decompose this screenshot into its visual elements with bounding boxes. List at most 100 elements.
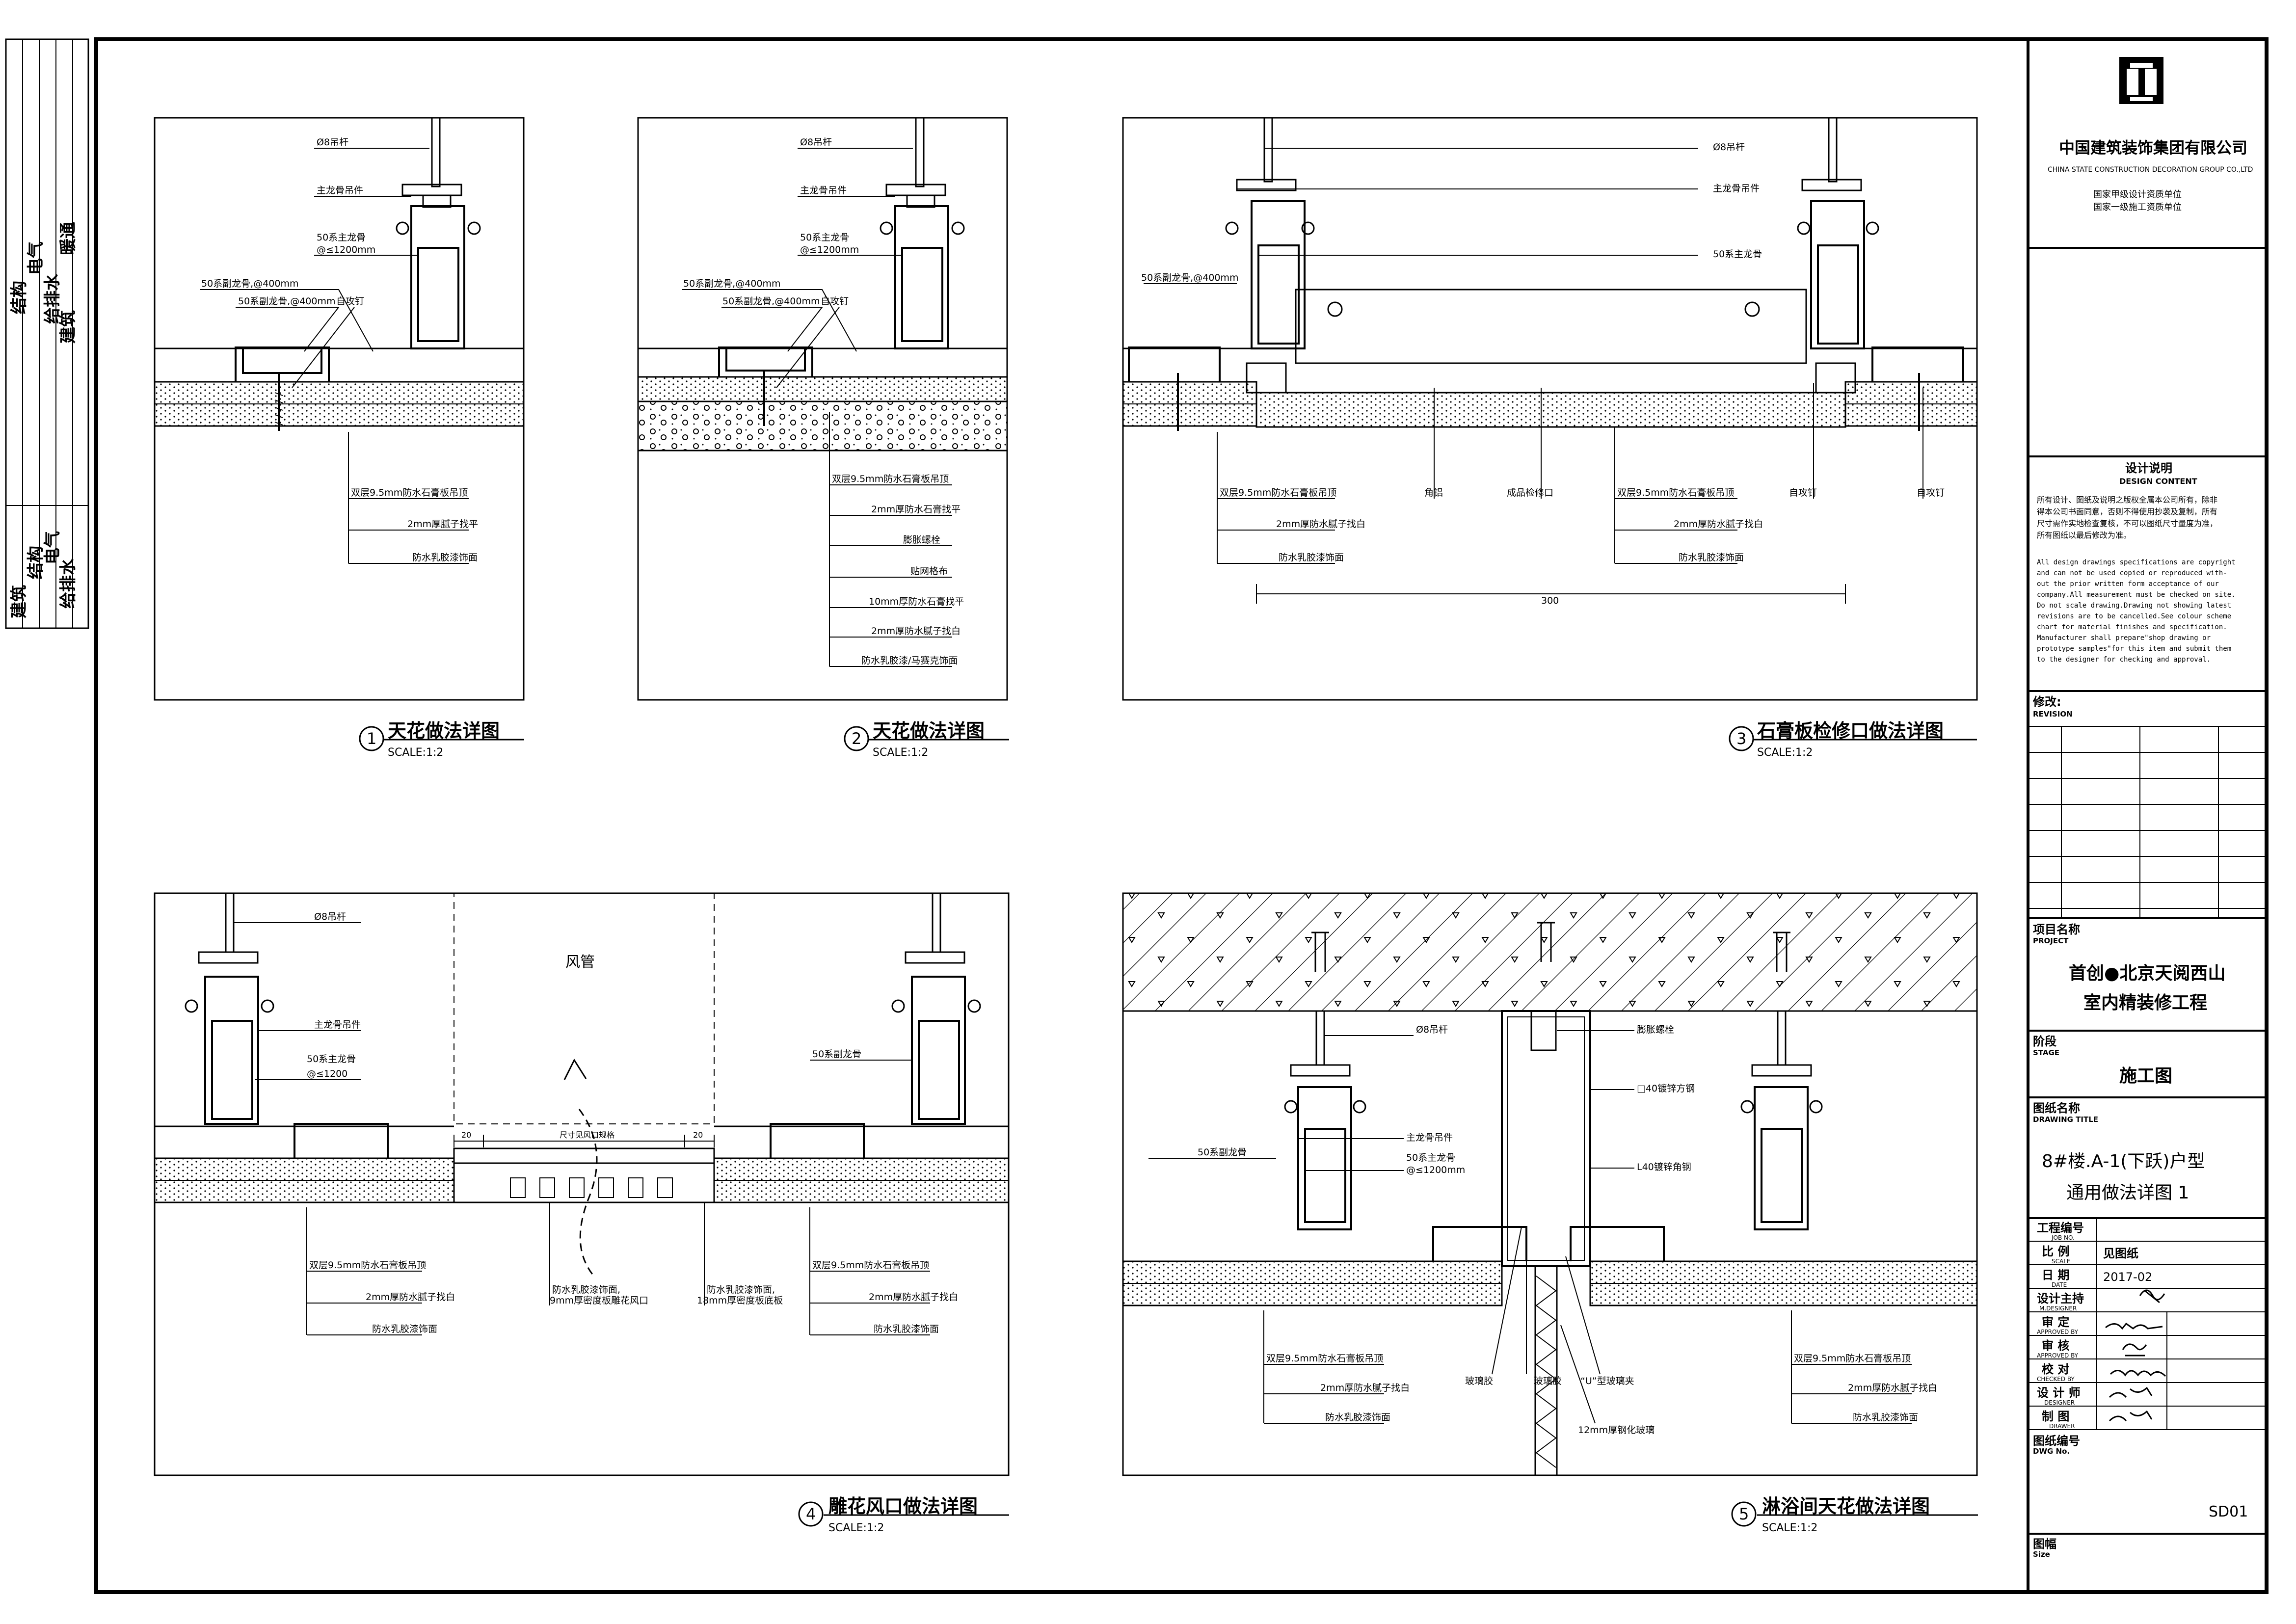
- row-label-cn: 工程编号: [2037, 1221, 2084, 1235]
- label: 2mm厚防水腻子找白: [869, 1292, 958, 1303]
- label: 2mm厚腻子找平: [407, 519, 478, 530]
- drawing-number: 3: [1736, 729, 1746, 748]
- drawing-number: 2: [852, 729, 861, 748]
- side-label: 给排水: [43, 273, 62, 324]
- size-label-cn: 图幅: [2033, 1537, 2056, 1551]
- design-text-en: company.All measurement must be checked …: [2037, 591, 2236, 599]
- label: 50系主龙骨: [800, 232, 849, 243]
- label: 50系副龙骨: [812, 1049, 861, 1060]
- label: 双层9.5mm防水石膏板吊顶: [1617, 487, 1734, 498]
- label: 双层9.5mm防水石膏板吊顶: [812, 1259, 929, 1271]
- design-text-cn: 所有设计、图纸及说明之版权全属本公司所有，除非: [2037, 495, 2217, 505]
- drawing-number: 4: [806, 1505, 816, 1523]
- row-label-en: DESIGNER: [2044, 1399, 2075, 1406]
- label: Ø8吊杆: [314, 911, 346, 922]
- detail-drawing-3: Ø8吊杆 主龙骨吊件 50系主龙骨 50系副龙骨,@400mm 双层9.5mm防…: [1122, 117, 1978, 701]
- qualification: 国家一级施工资质单位: [2093, 202, 2182, 213]
- stage-value: 施工图: [2119, 1066, 2172, 1086]
- label: @≤1200: [307, 1068, 347, 1079]
- drawing-number: 5: [1739, 1505, 1749, 1523]
- label: 50系副龙骨,@400mm: [201, 278, 299, 289]
- revision-label-en: REVISION: [2033, 710, 2073, 719]
- label: 防水乳胶漆饰面: [1279, 552, 1344, 563]
- side-label: 结构: [9, 281, 29, 314]
- stage-label-cn: 阶段: [2033, 1035, 2056, 1048]
- label: 双层9.5mm防水石膏板吊顶: [832, 473, 949, 484]
- label: 2mm厚防水腻子找白: [1276, 519, 1365, 530]
- label: 2mm厚防水腻子找白: [1848, 1383, 1937, 1393]
- side-label: 电气: [26, 241, 46, 275]
- side-strip: 暖通 给排水 电气 结构 建筑 建筑 结构 电气 给排水: [5, 38, 89, 629]
- side-label: 暖通: [58, 222, 78, 255]
- company-name-cn: 中国建筑装饰集团有限公司: [2059, 138, 2247, 157]
- label: 9mm厚密度板雕花风口: [550, 1295, 648, 1306]
- label: 2mm厚防水石膏找平: [871, 504, 961, 515]
- drawing-4-title: 4 雕花风口做法详图 SCALE:1:2: [798, 1495, 1009, 1534]
- label: 50系副龙骨: [1198, 1147, 1247, 1158]
- row-label-en: M.DESIGNER: [2039, 1305, 2077, 1312]
- label: 防水乳胶漆饰面: [372, 1324, 437, 1334]
- row-label-en: DRAWER: [2049, 1423, 2075, 1430]
- project-label-cn: 项目名称: [2033, 923, 2080, 936]
- label: @≤1200mm: [800, 244, 859, 255]
- drawing-title: 淋浴间天花做法详图: [1762, 1495, 1930, 1517]
- title-block: 中国建筑装饰集团有限公司 CHINA STATE CONSTRUCTION DE…: [2028, 57, 2267, 1559]
- label: 防水乳胶漆饰面: [1679, 552, 1744, 563]
- row-label-cn: 日 期: [2042, 1268, 2069, 1282]
- design-text-cn: 所有图纸以最后修改为准。: [2037, 531, 2131, 540]
- label: 10mm厚防水石膏找平: [869, 596, 964, 607]
- detail-drawing-2: Ø8吊杆 主龙骨吊件 50系主龙骨 @≤1200mm 50系副龙骨,@400mm…: [637, 117, 1008, 701]
- row-label-cn: 审 核: [2042, 1339, 2069, 1353]
- label: □40镀锌方钢: [1637, 1083, 1695, 1094]
- sheet-title: 通用做法详图 1: [2066, 1183, 2189, 1203]
- drawing-scale: SCALE:1:2: [388, 746, 443, 759]
- drawing-number: 1: [367, 729, 376, 748]
- design-text-en: Manufacturer shall prepare"shop drawing …: [2037, 634, 2211, 642]
- label: 双层9.5mm防水石膏板吊顶: [1794, 1353, 1911, 1364]
- design-text-cn: 尺寸需作实地检查复核，不可以图纸尺寸量度为准，: [2037, 519, 2217, 528]
- row-label-en: SCALE: [2052, 1258, 2070, 1265]
- label: 主龙骨吊件: [317, 185, 363, 196]
- drawing-scale: SCALE:1:2: [828, 1522, 884, 1534]
- side-label: 电气: [43, 531, 62, 564]
- label: 自攻钉: [1917, 487, 1945, 498]
- label: Ø8吊杆: [1416, 1024, 1448, 1035]
- sheet-border: [94, 37, 2269, 1594]
- label: 2mm厚防水腻子找白: [366, 1292, 455, 1303]
- design-heading-cn: 设计说明: [2125, 461, 2172, 475]
- label: 防水乳胶漆饰面,: [707, 1284, 775, 1295]
- label: 双层9.5mm防水石膏板吊顶: [1220, 487, 1336, 498]
- dim-label: 20: [693, 1130, 703, 1140]
- label: 防水乳胶漆饰面: [1325, 1412, 1390, 1423]
- size-label-en: Size: [2033, 1550, 2050, 1559]
- drawing-title: 天花做法详图: [388, 720, 500, 742]
- label: 50系副龙骨,@400mm: [683, 278, 781, 289]
- label: @≤1200mm: [1406, 1165, 1465, 1175]
- label: 50系副龙骨,@400mm: [238, 296, 336, 307]
- label: 玻璃胶: [1534, 1376, 1562, 1386]
- drawing-scale: SCALE:1:2: [1762, 1522, 1817, 1534]
- label: 2mm厚防水腻子找白: [871, 626, 961, 637]
- drawing-title-label-cn: 图纸名称: [2033, 1101, 2080, 1115]
- label: 自攻钉: [821, 296, 849, 307]
- label: 18mm厚密度板底板: [697, 1295, 783, 1306]
- row-value: 2017-02: [2103, 1270, 2152, 1284]
- drawing-scale: SCALE:1:2: [1757, 746, 1813, 759]
- drawing-1-title: 1 天花做法详图 SCALE:1:2: [359, 720, 524, 759]
- drawing-2-title: 2 天花做法详图 SCALE:1:2: [844, 720, 1009, 759]
- row-label-en: APPROVED BY: [2037, 1352, 2079, 1359]
- design-heading-en: DESIGN CONTENT: [2119, 477, 2197, 486]
- label: 50系主龙骨: [317, 232, 366, 243]
- drawing-3-title: 3 石膏板检修口做法详图 SCALE:1:2: [1729, 720, 1977, 759]
- row-label-cn: 设 计 师: [2037, 1386, 2081, 1400]
- design-text-en: prototype samples"for this item and subm…: [2037, 645, 2231, 653]
- design-text-en: revisions are to be cancelled.See colour…: [2037, 612, 2231, 620]
- label: 成品检修口: [1507, 487, 1553, 498]
- label: 防水乳胶漆饰面: [1853, 1412, 1918, 1423]
- row-label-en: DATE: [2052, 1281, 2067, 1288]
- label: 防水乳胶漆饰面: [412, 552, 478, 563]
- label: 50系副龙骨,@400mm: [722, 296, 820, 307]
- label: 双层9.5mm防水石膏板吊顶: [309, 1259, 426, 1271]
- detail-drawing-5: Ø8吊杆 膨胀螺栓 □40镀锌方钢 主龙骨吊件 50系主龙骨 @≤1200mm …: [1122, 892, 1978, 1476]
